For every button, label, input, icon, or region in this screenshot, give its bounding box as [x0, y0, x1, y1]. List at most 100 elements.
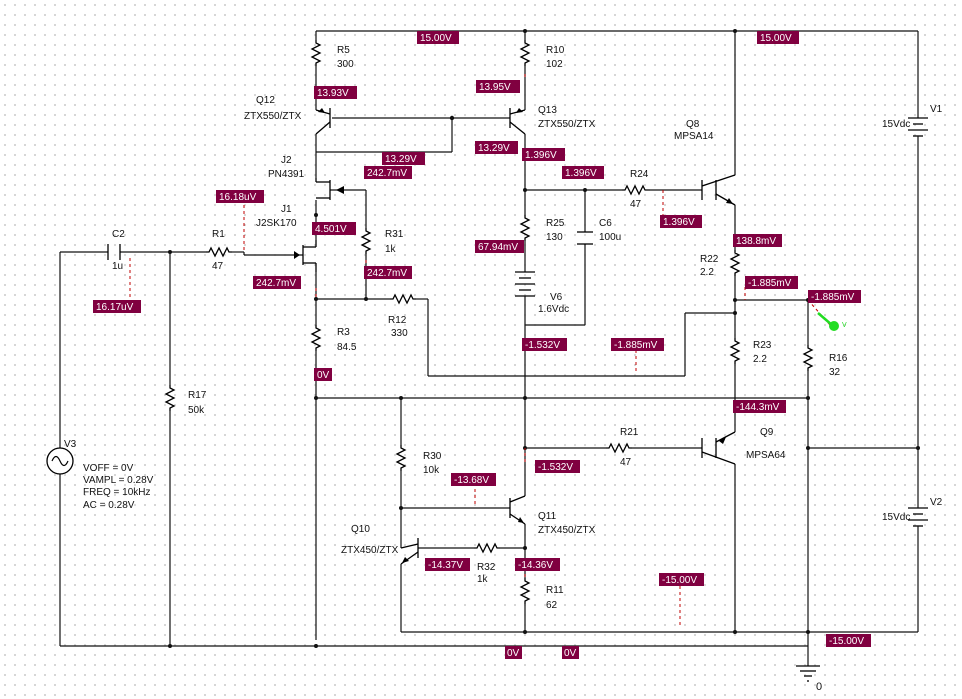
- ref-Q11: Q11: [538, 511, 557, 522]
- voltage-marker-icon[interactable]: V: [817, 312, 847, 331]
- val-R22: 2.2: [700, 267, 714, 278]
- voltage-tag[interactable]: -1.532V: [522, 338, 567, 351]
- voltage-tag[interactable]: -144.3mV: [733, 400, 786, 413]
- val-R31: 1k: [385, 244, 397, 255]
- voltage-tag[interactable]: 13.29V: [475, 141, 518, 154]
- val-R3: 84.5: [337, 342, 357, 353]
- resistor-icon: [802, 345, 814, 371]
- capacitor-icon: [107, 244, 121, 260]
- val-J1: J2SK170: [256, 218, 297, 229]
- ref-R5: R5: [337, 45, 350, 56]
- voltage-tag[interactable]: 0V: [562, 646, 579, 659]
- ref-Q9: Q9: [760, 427, 774, 438]
- svg-text:-1.885mV: -1.885mV: [748, 278, 792, 289]
- ground-icon: [796, 665, 820, 682]
- voltage-tag[interactable]: -14.37V: [425, 558, 470, 571]
- voltage-tag[interactable]: 138.8mV: [733, 234, 782, 247]
- svg-text:-15.00V: -15.00V: [829, 636, 864, 647]
- resistor-icon: [310, 325, 322, 351]
- ref-R12: R12: [388, 315, 407, 326]
- voltage-tag[interactable]: 1.396V: [660, 215, 702, 228]
- voltage-tag[interactable]: 16.17uV: [93, 300, 141, 313]
- v3-param-freq: FREQ = 10kHz: [83, 487, 151, 498]
- svg-text:1.396V: 1.396V: [565, 168, 597, 179]
- voltage-tag[interactable]: 16.18uV: [216, 190, 264, 203]
- val-Q9: MPSA64: [746, 450, 786, 461]
- resistor-icon: [474, 542, 500, 554]
- v3-param-ac: AC = 0.28V: [83, 500, 135, 511]
- voltage-tag[interactable]: -1.532V: [535, 460, 580, 473]
- ref-J1: J1: [281, 204, 292, 215]
- ref-R17: R17: [188, 390, 207, 401]
- resistor-icon: [519, 40, 531, 66]
- ref-R3: R3: [337, 327, 350, 338]
- dc-source-icon: [515, 271, 535, 298]
- val-Q12: ZTX550/ZTX: [244, 111, 302, 122]
- ref-V6: V6: [550, 292, 563, 303]
- svg-text:67.94mV: 67.94mV: [478, 242, 518, 253]
- ref-J2: J2: [281, 155, 292, 166]
- resistor-icon: [729, 338, 741, 364]
- svg-text:13.95V: 13.95V: [479, 82, 511, 93]
- voltage-tag[interactable]: 15.00V: [417, 31, 459, 44]
- capacitor-icon: [577, 231, 593, 245]
- svg-text:138.8mV: 138.8mV: [736, 236, 776, 247]
- val-R16: 32: [829, 367, 841, 378]
- dc-source-icon: [908, 117, 928, 140]
- voltage-tag[interactable]: 1.396V: [522, 148, 565, 161]
- svg-text:242.7mV: 242.7mV: [256, 278, 296, 289]
- ref-R31: R31: [385, 229, 404, 240]
- svg-text:-144.3mV: -144.3mV: [736, 402, 780, 413]
- voltage-tag[interactable]: -14.36V: [515, 558, 560, 571]
- voltage-tag[interactable]: -1.885mV: [611, 338, 664, 351]
- val-R5: 300: [337, 59, 354, 70]
- voltage-tag[interactable]: 242.7mV: [364, 266, 412, 279]
- voltage-tag[interactable]: 0V: [505, 646, 522, 659]
- ref-Q10: Q10: [351, 524, 370, 535]
- ref-C2: C2: [112, 229, 125, 240]
- voltage-tag[interactable]: 13.29V: [382, 152, 425, 165]
- voltage-tag[interactable]: 13.95V: [476, 80, 520, 93]
- val-Q10: ZTX450/ZTX: [341, 545, 399, 556]
- voltage-tag[interactable]: -15.00V: [826, 634, 871, 647]
- ref-R1: R1: [212, 229, 225, 240]
- val-R10: 102: [546, 59, 563, 70]
- voltage-tag[interactable]: 13.93V: [314, 86, 357, 99]
- v3-param-voff: VOFF = 0V: [83, 463, 134, 474]
- voltage-tag[interactable]: 242.7mV: [364, 166, 412, 179]
- val-V1: 15Vdc: [882, 119, 910, 130]
- voltage-tag[interactable]: -1.885mV: [808, 290, 861, 303]
- ref-R16: R16: [829, 353, 848, 364]
- svg-text:-1.885mV: -1.885mV: [614, 340, 658, 351]
- svg-text:15.00V: 15.00V: [420, 33, 452, 44]
- npn-transistor-icon: [509, 495, 526, 525]
- npn-transistor-icon: [701, 174, 736, 206]
- voltage-tag[interactable]: 242.7mV: [253, 276, 301, 289]
- svg-text:4.501V: 4.501V: [315, 224, 347, 235]
- voltage-tag[interactable]: 4.501V: [312, 222, 356, 235]
- voltage-tag[interactable]: -13.68V: [451, 473, 496, 486]
- voltage-tag[interactable]: 0V: [314, 368, 332, 381]
- voltage-tag[interactable]: -15.00V: [659, 573, 704, 586]
- voltage-tag[interactable]: 15.00V: [757, 31, 799, 44]
- val-V6: 1.6Vdc: [538, 304, 569, 315]
- svg-text:242.7mV: 242.7mV: [367, 268, 407, 279]
- voltage-tag[interactable]: 1.396V: [562, 166, 604, 179]
- npn-transistor-icon: [509, 108, 526, 135]
- svg-text:0V: 0V: [317, 370, 330, 381]
- val-R11: 62: [546, 600, 558, 611]
- ref-R30: R30: [423, 451, 442, 462]
- ref-V3: V3: [64, 439, 77, 450]
- val-J2: PN4391: [268, 169, 305, 180]
- voltage-tag[interactable]: -1.885mV: [745, 276, 798, 289]
- resistor-icon: [164, 385, 176, 411]
- ref-R32: R32: [477, 562, 496, 573]
- voltage-tag[interactable]: 67.94mV: [475, 240, 524, 253]
- svg-text:-14.37V: -14.37V: [428, 560, 463, 571]
- svg-text:1.396V: 1.396V: [663, 217, 695, 228]
- ref-V1: V1: [930, 104, 943, 115]
- ref-R25: R25: [546, 218, 565, 229]
- val-R1: 47: [212, 261, 224, 272]
- val-Q13: ZTX550/ZTX: [538, 119, 596, 130]
